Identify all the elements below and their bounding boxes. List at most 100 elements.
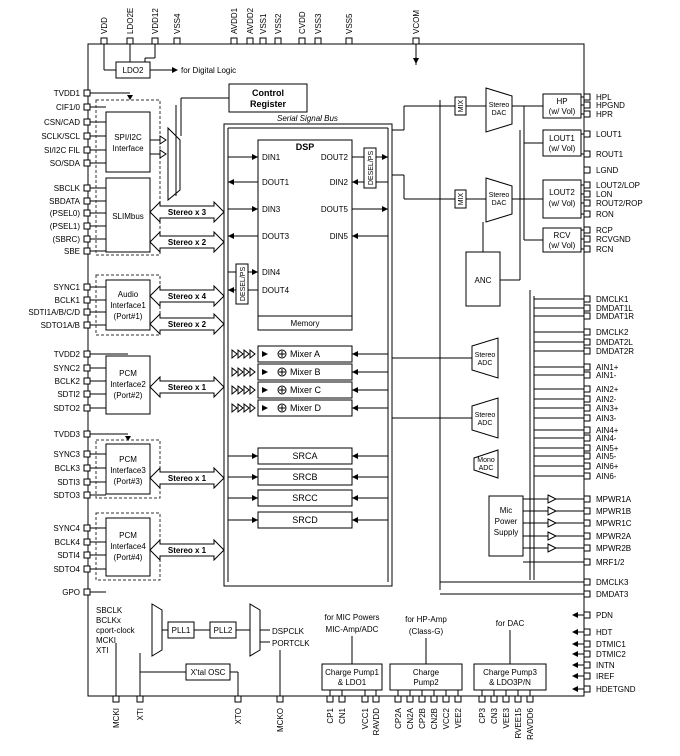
right-pin-lout2-lop: LOUT2/LOP (596, 181, 640, 190)
aif1-label-2: Interface1 (110, 301, 146, 310)
bottom-pin-rvee15-pad (514, 695, 522, 703)
analog-output-blocks: MIX MIX Stereo DAC Stereo DAC HP (w/ Vol… (392, 87, 582, 590)
left-pin-cif1-0: CIF1/0 (56, 103, 81, 112)
top-pin-cvdd: CVDD (298, 11, 307, 34)
right-pin-column: HPLHPGNDHPRLOUT1ROUT1LGNDLOUT2/LOPLONROU… (440, 93, 643, 694)
bottom-pin-cn1: CN1 (338, 707, 347, 724)
bottom-pin-cn2a: CN2A (406, 707, 415, 729)
dsp-port-dout1: DOUT1 (262, 178, 290, 187)
left-pin-bclk4-pad (83, 538, 91, 546)
left-pin-sbclk-pad (83, 184, 91, 192)
adc1-label-2: ADC (478, 360, 493, 367)
left-pin-sdti4-pad (83, 551, 91, 559)
bottom-pin-vcc2: VCC2 (442, 707, 451, 729)
bottom-pin-xto-pad (234, 695, 242, 703)
right-pin-ain3-pad (583, 414, 591, 422)
right-pin-mpwr2b-pad (583, 544, 591, 552)
left-pin-sdti2: SDTI2 (57, 390, 80, 399)
right-pin-hpl-pad (583, 93, 591, 101)
cp2-label-1: Charge (413, 668, 440, 677)
left-pin-sdto4-pad (83, 565, 91, 573)
right-pin-ain3-pad (583, 404, 591, 412)
left-pin-sdto2-pad (83, 404, 91, 412)
bottom-pin-cp2a: CP2A (394, 707, 403, 729)
lout1-label-1: LOUT1 (549, 134, 575, 143)
bottom-pin-cp1: CP1 (326, 707, 335, 723)
stereo-arrow-4 (149, 312, 225, 336)
bottom-pin-cn2a-pad (406, 695, 414, 703)
top-pin-vss4: VSS4 (173, 13, 182, 34)
mic-label-2: Power (495, 517, 518, 526)
right-pin-hpl: HPL (596, 93, 612, 102)
left-pin-sbdata: SBDATA (49, 197, 80, 206)
top-pin-vdd12-pad (151, 37, 159, 45)
top-pin-avdd2: AVDD2 (246, 7, 255, 34)
right-pin-ain5: AIN5+ (596, 444, 619, 453)
top-pin-vss3: VSS3 (314, 13, 323, 34)
bottom-pin-cn3: CN3 (490, 707, 499, 724)
portclk-label: PORTCLK (272, 639, 310, 648)
left-pin-psel0-pad (83, 209, 91, 217)
left-pin-csn-cad: CSN/CAD (44, 118, 80, 127)
left-pin-sbe: SBE (64, 247, 80, 256)
left-pin-sdto1a-b: SDTO1A/B (41, 321, 80, 330)
clk-in-mcki: MCKI (96, 636, 116, 645)
dac1-label-1: Stereo (489, 102, 510, 109)
stereo-dac-1 (485, 87, 513, 133)
right-pin-ain5-pad (583, 452, 591, 460)
charge-pump2 (389, 663, 463, 691)
cp1-note-2: MIC-Amp/ADC (326, 625, 379, 634)
anc-block (465, 251, 501, 307)
cp1-label-2: & LDO1 (338, 678, 367, 687)
pcm4-label-2: Interface4 (110, 542, 146, 551)
right-pin-mpwr1b-pad (583, 507, 591, 515)
lout1-label-2: (w/ Vol) (549, 144, 576, 153)
right-pin-hpr: HPR (596, 110, 613, 119)
right-pin-dmdat1l: DMDAT1L (596, 304, 633, 313)
pcm2-label-3: (Port#2) (114, 391, 143, 400)
pcm2-label-2: Interface2 (110, 380, 146, 389)
right-pin-dmdat2l-pad (583, 338, 591, 346)
right-pin-ain5: AIN5- (596, 452, 617, 461)
bottom-pin-xti: XTI (136, 708, 145, 720)
left-pin-sync1: SYNC1 (53, 283, 80, 292)
left-pin-sdti2-pad (83, 390, 91, 398)
cp3-note-1: for DAC (496, 619, 525, 628)
desel-right-label: DESEL/PS (368, 151, 375, 186)
dsp-port-dout5: DOUT5 (321, 205, 349, 214)
right-pin-rcvgnd-pad (583, 235, 591, 243)
mixer-label-mixer-b: Mixer B (290, 367, 321, 377)
stereo-label-5: Stereo x 1 (168, 383, 207, 392)
dsp-memory-label: Memory (291, 319, 320, 328)
spi-label-2: Interface (112, 144, 144, 153)
right-pin-mpwr2a: MPWR2A (596, 532, 632, 541)
aif1-label-3: (Port#1) (114, 312, 143, 321)
charge-pump-section: for MIC Powers MIC-Amp/ADC for HP-Amp (C… (321, 613, 547, 691)
right-pin-ron: RON (596, 210, 614, 219)
bottom-pin-cp2a-pad (394, 695, 402, 703)
bottom-pin-ravdd6-pad (526, 695, 534, 703)
pcm4-label-3: (Port#4) (114, 553, 143, 562)
pcm-interface3 (105, 443, 151, 495)
adc1-label-1: Stereo (475, 352, 496, 359)
right-pin-dtmic1-pad (583, 640, 591, 648)
right-pin-ain1: AIN1- (596, 371, 617, 380)
right-pin-ain6-pad (583, 472, 591, 480)
left-pin-psel1: (PSEL1) (50, 222, 81, 231)
left-pin-bclk3: BCLK3 (55, 464, 81, 473)
left-pin-bclk3-pad (83, 464, 91, 472)
xtal-label: X'tal OSC (191, 668, 226, 677)
right-pin-lgnd: LGND (596, 166, 618, 175)
left-pin-tvdd3: TVDD3 (54, 430, 81, 439)
bottom-pin-cp2b-pad (418, 695, 426, 703)
right-pin-ain2: AIN2- (596, 395, 617, 404)
left-pin-bclk2: BCLK2 (55, 377, 81, 386)
bottom-pin-vee3-pad (502, 695, 510, 703)
serial-bus-label: Serial Signal Bus (277, 114, 338, 123)
right-pin-pdn: PDN (596, 611, 613, 620)
left-pin-sdti1a-b-c-d-pad (83, 308, 91, 316)
pcm2-label-1: PCM (119, 369, 137, 378)
stereo-label-4: Stereo x 2 (168, 320, 207, 329)
right-pin-mpwr1c: MPWR1C (596, 519, 632, 528)
